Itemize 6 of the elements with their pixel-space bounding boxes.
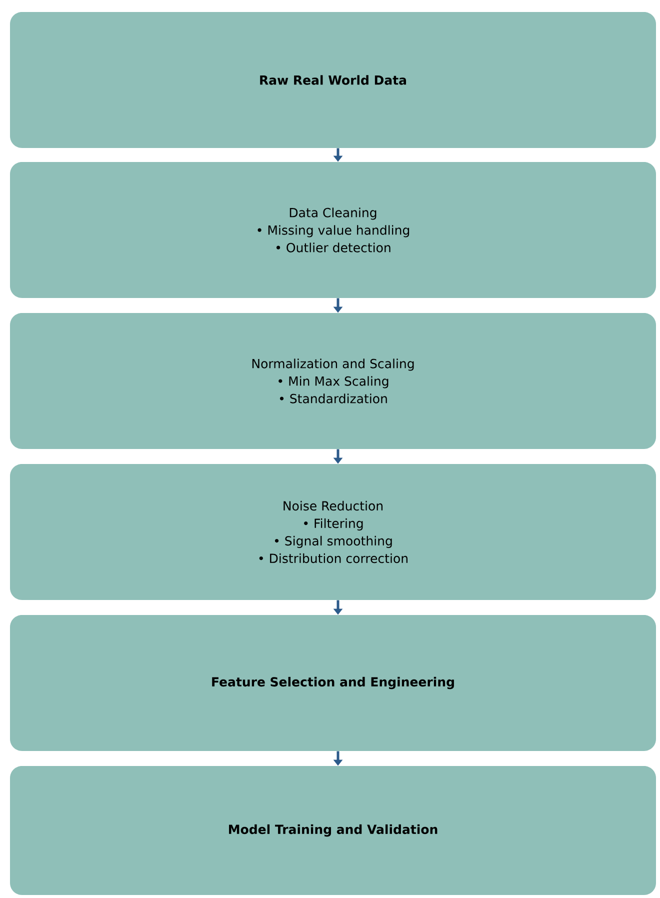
process-box: Model Training and Validation <box>10 766 656 895</box>
process-box: Raw Real World Data <box>10 12 656 148</box>
process-box: Noise Reduction • Filtering • Signal smoothing • Distribution correction <box>10 464 656 600</box>
process-box: Feature Selection and Engineering <box>10 615 656 751</box>
process-box: Data Cleaning • Missing value handling • Outlier detection <box>10 162 656 298</box>
process-box: Normalization and Scaling • Min Max Scaling • Standardization <box>10 313 656 449</box>
